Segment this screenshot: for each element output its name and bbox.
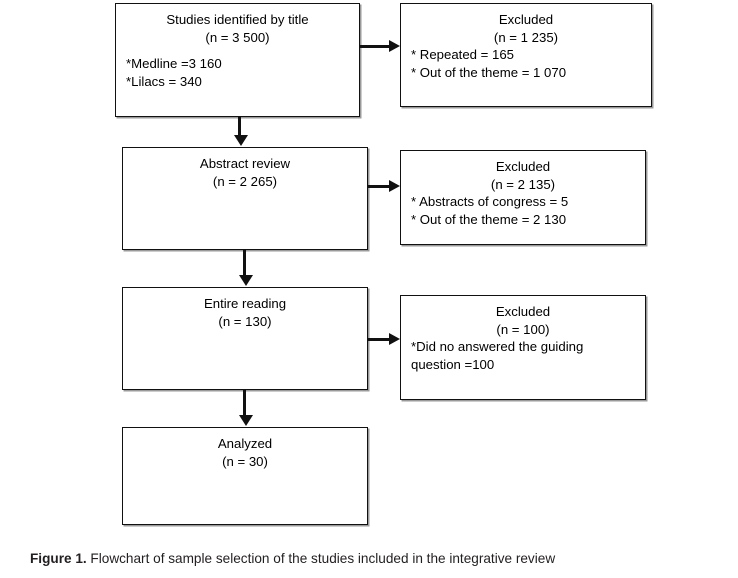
figure-caption-label: Figure 1.	[30, 551, 87, 566]
box-count: (n = 100)	[496, 321, 550, 337]
arrow-down-icon	[234, 135, 248, 146]
box-count: (n = 3 500)	[205, 29, 270, 45]
box-count: (n = 2 135)	[490, 176, 556, 192]
box-title: Excluded	[495, 304, 551, 319]
flow-box-content: Abstract review (n = 2 265)	[123, 148, 367, 190]
flow-box-entire-reading: Entire reading (n = 130)	[122, 287, 368, 390]
flow-box-studies-identified: Studies identified by title (n = 3 500) …	[115, 3, 360, 117]
flow-box-content: Studies identified by title (n = 3 500) …	[116, 4, 359, 91]
arrow-down-icon	[239, 415, 253, 426]
connector-line-abstract-to-excluded-2	[368, 185, 391, 188]
flow-box-abstract-review: Abstract review (n = 2 265)	[122, 147, 368, 250]
connector-line-identified-to-abstract	[238, 117, 241, 137]
flow-box-excluded-1: Excluded (n = 1 235) * Repeated = 165 * …	[400, 3, 652, 107]
flow-box-content: Excluded (n = 1 235) * Repeated = 165 * …	[401, 4, 651, 82]
flow-box-analyzed: Analyzed (n = 30)	[122, 427, 368, 525]
box-count: (n = 2 265)	[212, 173, 278, 189]
box-detail-line: *Did no answered the guiding question =1…	[411, 339, 584, 372]
flow-box-excluded-2: Excluded (n = 2 135) * Abstracts of cong…	[400, 150, 646, 245]
box-detail-line: * Out of the theme = 1 070	[411, 65, 567, 80]
box-title: Excluded	[495, 159, 551, 174]
flow-box-content: Entire reading (n = 130)	[123, 288, 367, 330]
box-count: (n = 130)	[218, 313, 272, 329]
box-title: Studies identified by title	[166, 12, 309, 27]
arrow-right-icon	[389, 179, 400, 192]
spacer	[126, 46, 349, 55]
connector-line-abstract-to-entire	[243, 250, 246, 276]
box-detail-line: * Repeated = 165	[411, 47, 515, 62]
figure-caption: Figure 1. Flowchart of sample selection …	[30, 550, 720, 568]
box-detail-line: * Out of the theme = 2 130	[411, 212, 567, 227]
flow-box-content: Excluded (n = 100) *Did no answered the …	[401, 296, 645, 374]
figure-caption-text: Flowchart of sample selection of the stu…	[86, 551, 556, 566]
flow-box-excluded-3: Excluded (n = 100) *Did no answered the …	[400, 295, 646, 400]
flow-box-content: Excluded (n = 2 135) * Abstracts of cong…	[401, 151, 645, 229]
arrow-right-icon	[389, 39, 400, 52]
connector-line-identified-to-excluded-1	[360, 45, 391, 48]
box-count: (n = 30)	[222, 453, 268, 469]
box-count: (n = 1 235)	[493, 29, 559, 45]
connector-line-entire-to-excluded-3	[368, 338, 391, 341]
box-title: Analyzed	[217, 436, 273, 451]
flow-box-content: Analyzed (n = 30)	[123, 428, 367, 470]
box-detail-line: * Abstracts of congress = 5	[411, 194, 569, 209]
box-detail-line: *Medline =3 160	[126, 56, 222, 71]
arrow-down-icon	[239, 275, 253, 286]
arrow-right-icon	[389, 332, 400, 345]
box-title: Entire reading	[203, 296, 287, 311]
box-title: Excluded	[498, 12, 554, 27]
connector-line-entire-to-analyzed	[243, 390, 246, 416]
box-title: Abstract review	[199, 156, 291, 171]
box-detail-line: *Lilacs = 340	[126, 74, 202, 89]
